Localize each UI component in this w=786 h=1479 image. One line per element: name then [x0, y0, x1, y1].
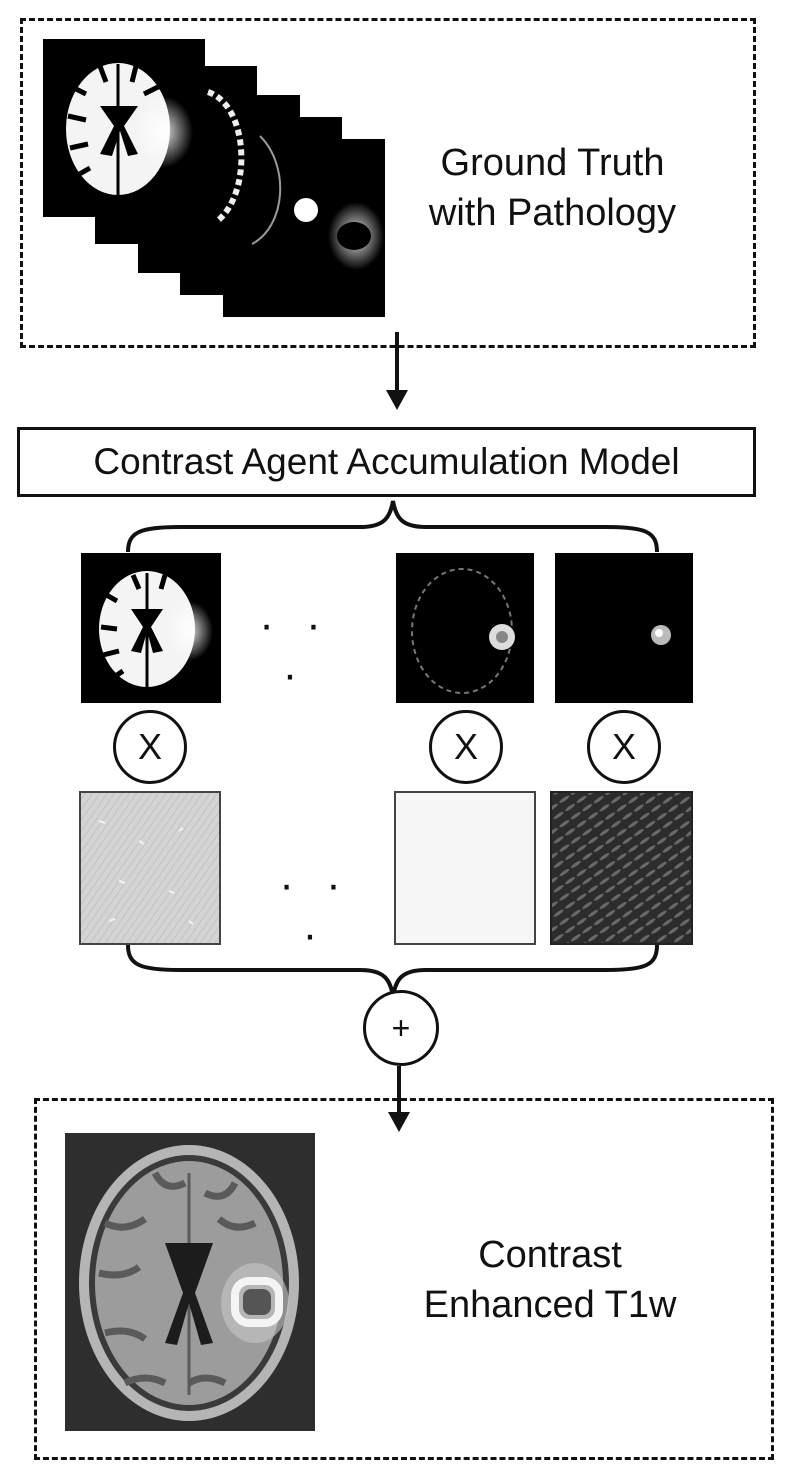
arrow-to-model: [386, 332, 408, 410]
maps-ellipsis: · · ·: [259, 600, 331, 699]
accumulation-map-3: [555, 553, 693, 703]
contrast-model-label: Contrast Agent Accumulation Model: [93, 441, 680, 482]
multiply-symbol-1: X: [137, 726, 162, 767]
multiply-symbol-2: X: [453, 726, 478, 767]
multiply-symbol-3: X: [611, 726, 636, 767]
ground-truth-slice-stack: [43, 39, 385, 317]
ground-truth-label: Ground Truth with Pathology: [400, 138, 705, 238]
ground-truth-panel: [20, 18, 756, 348]
ground-truth-line-1: Ground Truth: [440, 142, 665, 184]
textures-ellipsis: · · ·: [279, 860, 351, 959]
texture-map-3: [550, 791, 693, 945]
multiply-operator-1: X: [113, 710, 187, 784]
contrast-model-box: Contrast Agent Accumulation Model: [17, 427, 756, 497]
white-matter-map: [66, 63, 193, 196]
output-label: Contrast Enhanced T1w: [385, 1230, 715, 1330]
accumulation-map-2: [396, 553, 534, 703]
texture-map-2: [394, 791, 536, 945]
sum-symbol: +: [391, 1009, 411, 1046]
ground-truth-line-2: with Pathology: [428, 192, 677, 234]
accumulation-map-1: [81, 553, 221, 703]
texture-map-1: [79, 791, 221, 945]
arrow-to-output: [388, 1066, 410, 1132]
tumor-core: [294, 198, 318, 222]
output-panel: [34, 1098, 774, 1460]
multiply-operator-2: X: [429, 710, 503, 784]
output-line-2: Enhanced T1w: [423, 1284, 677, 1326]
model-output-brace: [126, 500, 659, 553]
contrast-enhanced-t1w-image: [65, 1133, 315, 1431]
sum-operator: +: [363, 990, 439, 1066]
output-line-1: Contrast: [478, 1234, 622, 1276]
multiply-operator-3: X: [587, 710, 661, 784]
